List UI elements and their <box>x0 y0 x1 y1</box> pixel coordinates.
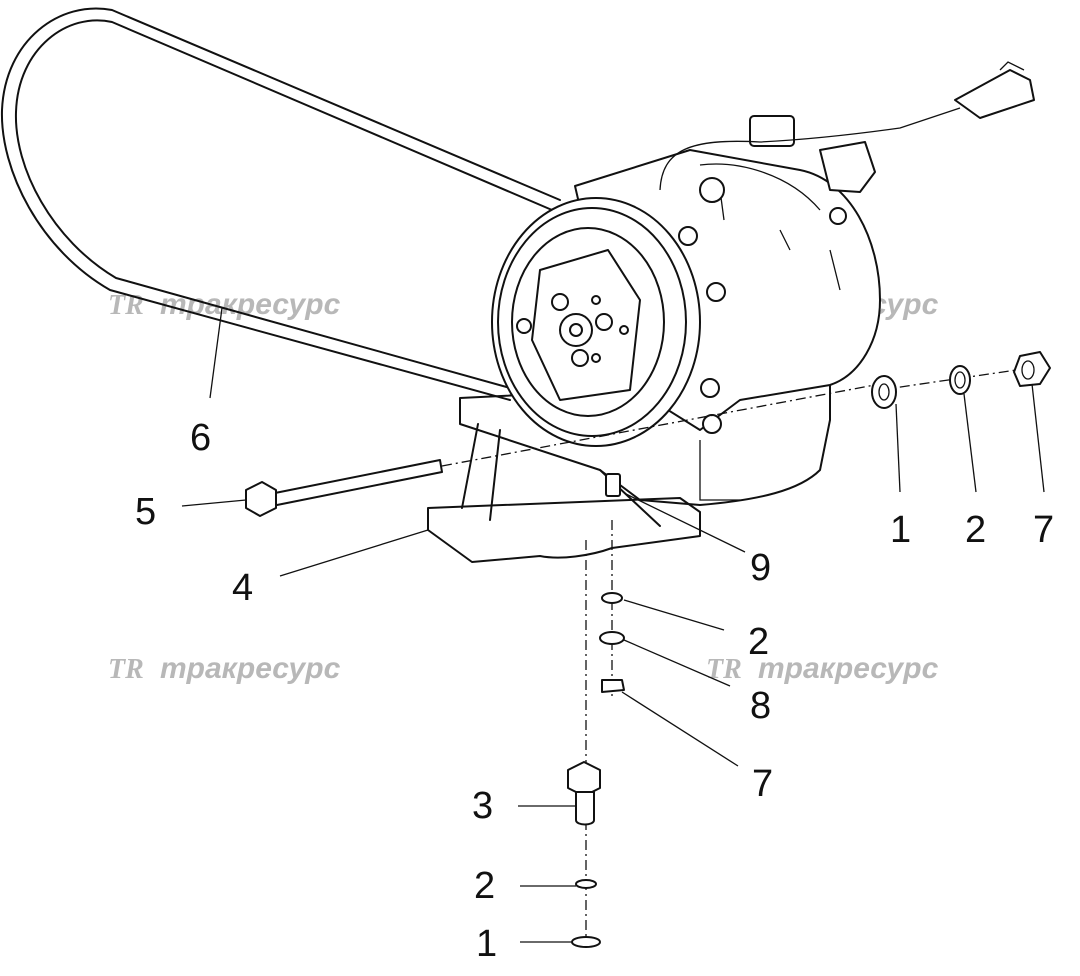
washer <box>599 631 625 645</box>
pulley-clutch <box>491 197 701 447</box>
bolt-head <box>702 414 722 434</box>
callout-mid-washer: 8 <box>750 685 771 727</box>
callout-mid-spring-washer: 2 <box>748 621 769 663</box>
bolt-head <box>567 761 601 797</box>
watermark-logo: TR <box>108 654 144 685</box>
right-fasteners <box>871 351 1051 409</box>
callout-bracket: 4 <box>232 567 253 609</box>
bolt-head <box>699 177 725 203</box>
long-bolt <box>245 383 881 517</box>
bolt-head <box>700 378 720 398</box>
bolt-shank <box>575 791 595 826</box>
spring-washer <box>949 365 971 395</box>
watermark-text: тракресурс <box>160 652 341 685</box>
callout-mid-nut: 7 <box>752 763 773 805</box>
hex-nut <box>1013 351 1051 387</box>
vertical-fasteners <box>567 520 625 948</box>
spring-washer <box>575 879 597 889</box>
watermark: TR тракресурс <box>108 652 341 685</box>
flat-washer <box>871 375 897 409</box>
callout-stud-pin: 9 <box>750 547 771 589</box>
callout-right-flat-washer: 1 <box>890 509 911 551</box>
watermark: TR тракресурс <box>706 652 939 685</box>
callout-bottom-flat-washer: 1 <box>476 923 497 965</box>
stud-pin <box>605 473 621 497</box>
drive-belt <box>0 7 561 401</box>
bolt-head <box>829 207 847 225</box>
callout-right-nut: 7 <box>1033 509 1054 551</box>
callout-long-bolt: 5 <box>135 491 156 533</box>
flat-washer <box>571 936 601 948</box>
watermark-logo: TR <box>706 654 742 685</box>
callout-right-spring-washer: 2 <box>965 509 986 551</box>
hex-nut <box>601 679 625 693</box>
bolt-head <box>706 282 726 302</box>
watermark: TR тракресурс <box>108 288 341 321</box>
leader-lines <box>181 307 1045 943</box>
callout-bottom-bolt: 3 <box>472 785 493 827</box>
callout-bottom-spring-washer: 2 <box>474 865 495 907</box>
spring-washer <box>601 592 623 604</box>
callouts: 6 5 4 9 1 2 7 2 8 7 3 2 1 <box>135 417 1054 965</box>
bolt-head <box>678 226 698 246</box>
watermark-text: тракресурс <box>758 652 939 685</box>
pressure-switch <box>819 141 876 193</box>
callout-belt: 6 <box>190 417 211 459</box>
electrical-connector <box>954 69 1035 119</box>
service-port <box>749 115 795 147</box>
